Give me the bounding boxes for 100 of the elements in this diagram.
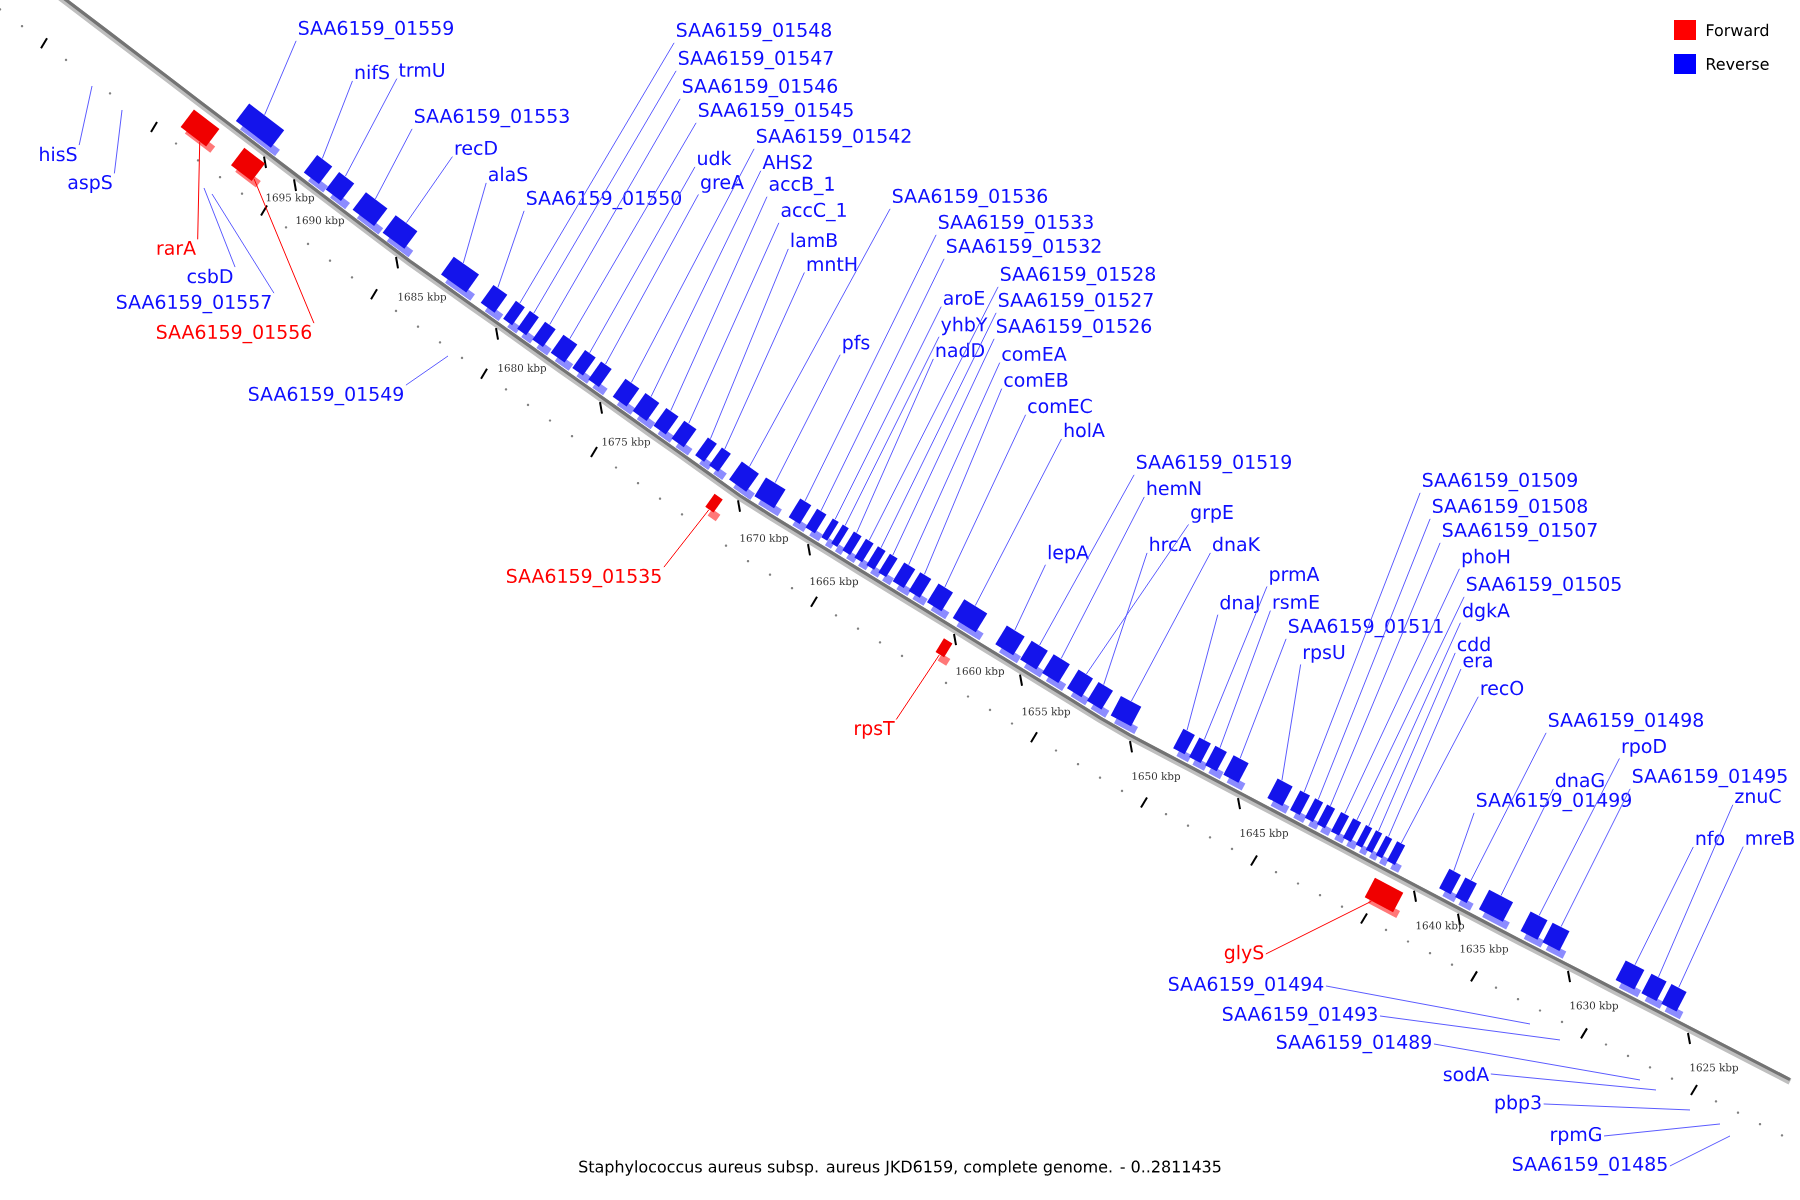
gene-block — [1478, 889, 1514, 930]
leader-line — [892, 338, 995, 556]
gene-label: SAA6159_01511 — [1286, 617, 1446, 639]
gene-label: phoH — [1459, 547, 1513, 569]
gene-label: SAA6159_01556 — [154, 323, 314, 345]
leader-line — [1678, 846, 1744, 988]
gene-block — [854, 538, 874, 571]
leader-line — [908, 362, 1001, 566]
gene-label: prmA — [1267, 565, 1321, 587]
gene-block — [303, 155, 333, 193]
gene-label: SAA6159_01519 — [1134, 453, 1294, 475]
leader-line — [688, 222, 780, 424]
gene-block — [231, 147, 265, 188]
gene-label: SAA6159_01532 — [944, 237, 1104, 259]
gene-block — [517, 310, 539, 344]
leader-line — [374, 128, 413, 200]
leader-line — [868, 286, 999, 541]
gene-label: SAA6159_01527 — [996, 291, 1156, 313]
gene-label: hemN — [1144, 479, 1204, 497]
gene-label: hisS — [37, 145, 79, 163]
leader-line — [774, 354, 841, 484]
leader-line — [1669, 1135, 1731, 1167]
gene-label: SAA6159_01508 — [1430, 497, 1590, 519]
gene-label: SAA6159_01533 — [936, 213, 1096, 235]
leader-line — [1490, 1073, 1657, 1091]
gene-label: sodA — [1441, 1065, 1491, 1083]
leader-line — [1103, 552, 1148, 686]
leader-line — [589, 166, 696, 354]
gene-label: hrcA — [1147, 535, 1193, 553]
leader-line — [1560, 788, 1631, 928]
leader-line — [253, 178, 315, 324]
gene-block — [1223, 755, 1249, 791]
leader-line — [804, 234, 937, 502]
leader-line — [944, 414, 1027, 588]
gene-block — [1267, 778, 1293, 814]
leader-line — [1388, 668, 1462, 837]
leader-line — [1356, 596, 1465, 821]
leader-line — [1303, 492, 1421, 793]
gene-label: nifS — [352, 63, 392, 81]
gene-label: csbD — [185, 267, 235, 285]
leader-line — [1203, 585, 1268, 741]
gene-block — [550, 334, 578, 371]
leader-line — [78, 85, 93, 146]
gene-label: SAA6159_01494 — [1166, 975, 1326, 997]
gene-block — [1173, 728, 1195, 763]
gene-block — [1316, 804, 1336, 836]
leader-line — [462, 182, 487, 264]
gene-block — [235, 103, 285, 157]
gene-block — [1641, 973, 1667, 1009]
gene-label: SAA6159_01528 — [998, 265, 1158, 287]
gene-label: accC_1 — [779, 201, 849, 223]
leader-line — [663, 509, 710, 568]
gene-label: era — [1461, 655, 1495, 669]
leader-line — [630, 148, 755, 383]
leader-line — [344, 78, 398, 177]
gene-block — [831, 524, 849, 556]
gene-block — [1386, 841, 1406, 873]
gene-block — [729, 461, 759, 500]
gene-block — [695, 437, 717, 471]
gene-label: nadD — [933, 341, 987, 359]
gene-label: rpsU — [1301, 643, 1347, 665]
gene-label: rpsT — [852, 719, 896, 741]
gene-block — [588, 361, 612, 396]
gene-label: comEC — [1026, 397, 1094, 415]
leader-line — [1344, 568, 1460, 814]
leader-line — [1239, 638, 1287, 759]
gene-block — [908, 572, 932, 606]
leader-line — [1658, 804, 1734, 978]
gene-block — [842, 531, 862, 563]
gene-label: SAA6159_01557 — [114, 293, 274, 315]
gene-block — [180, 109, 220, 153]
gene-block — [1189, 737, 1211, 771]
leader-line — [1325, 985, 1531, 1025]
leader-line — [749, 208, 891, 467]
gene-block — [653, 407, 679, 443]
gene-label: yhbY — [939, 315, 989, 337]
leader-line — [1400, 696, 1479, 844]
gene-block — [382, 215, 418, 258]
gene-block — [709, 447, 731, 481]
gene-block — [632, 393, 660, 430]
gene-label: SAA6159_01553 — [412, 107, 572, 129]
gene-block — [532, 321, 556, 356]
gene-block — [1615, 960, 1645, 998]
gene-label: recD — [452, 139, 500, 157]
gene-block — [1439, 868, 1461, 903]
leader-line — [1085, 523, 1189, 675]
gene-label: pbp3 — [1492, 1093, 1544, 1115]
gene-label: dnaK — [1210, 535, 1262, 553]
gene-block — [1205, 745, 1227, 780]
gene-label: rpoD — [1619, 737, 1669, 759]
leader-line — [406, 156, 453, 224]
gene-block — [671, 420, 697, 456]
gene-label: SAA6159_01493 — [1220, 1005, 1380, 1027]
gene-block — [503, 300, 525, 334]
gene-label: SAA6159_01542 — [754, 127, 914, 149]
leader-line — [974, 438, 1062, 607]
leader-line — [1265, 900, 1372, 955]
gene-block — [1355, 825, 1373, 856]
leader-line — [834, 306, 942, 520]
leader-line — [1281, 663, 1302, 781]
